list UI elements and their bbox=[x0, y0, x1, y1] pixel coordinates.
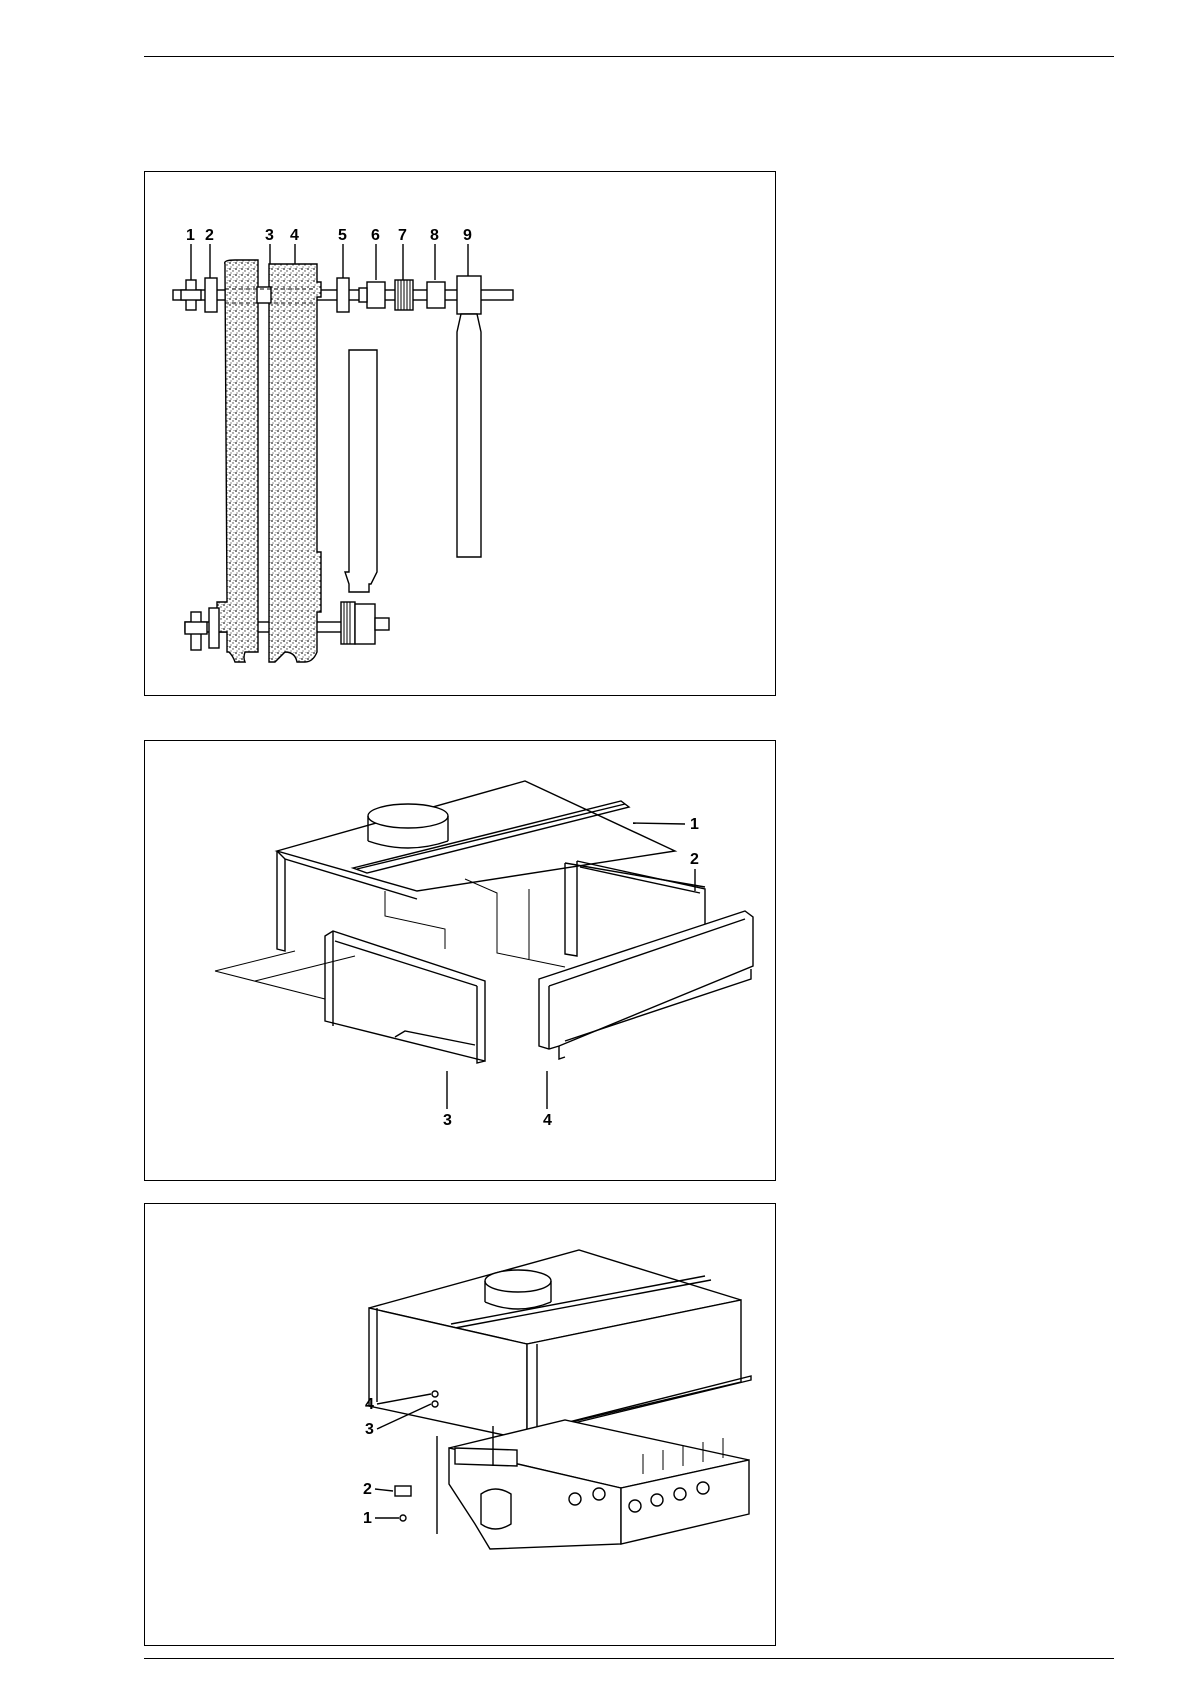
boiler-section-left bbox=[217, 260, 258, 662]
boiler-section-right bbox=[269, 264, 321, 662]
header-rule bbox=[144, 56, 1114, 57]
section-assembly-drawing: 1 2 3 4 5 6 7 8 9 bbox=[145, 172, 777, 697]
coupling-item-6-neck bbox=[359, 288, 367, 302]
bottom-elbow bbox=[355, 604, 375, 644]
assembled-casing bbox=[369, 1250, 751, 1440]
callout-1: 1 bbox=[186, 227, 195, 244]
callout-6: 6 bbox=[371, 227, 380, 244]
callout-3: 3 bbox=[443, 1112, 452, 1129]
bottom-elbow-stub bbox=[375, 618, 389, 630]
callout-3: 3 bbox=[365, 1421, 374, 1438]
top-panel bbox=[277, 781, 675, 951]
side-panel-item-4 bbox=[539, 911, 753, 1059]
callout-3: 3 bbox=[265, 227, 274, 244]
callout-5: 5 bbox=[338, 227, 347, 244]
bottom-seal bbox=[341, 602, 355, 644]
boiler-block bbox=[449, 1420, 749, 1549]
footer-rule bbox=[144, 1658, 1114, 1659]
loose-pipe bbox=[345, 350, 377, 592]
bottom-nut-body bbox=[185, 622, 207, 634]
figure-section-assembly: 1 2 3 4 5 6 7 8 9 bbox=[144, 171, 776, 696]
washer-item-5 bbox=[337, 278, 349, 312]
callout-2: 2 bbox=[205, 227, 214, 244]
front-panel-item-3 bbox=[325, 931, 485, 1063]
screw-item-4 bbox=[432, 1391, 438, 1397]
callout-4: 4 bbox=[290, 227, 299, 244]
callout-9: 9 bbox=[463, 227, 472, 244]
casing-exploded-drawing: 1 2 3 4 bbox=[145, 741, 777, 1182]
coupling-item-6 bbox=[367, 282, 385, 308]
callout-2: 2 bbox=[363, 1481, 372, 1498]
vertical-pipe-item-9 bbox=[457, 314, 481, 557]
callout-1: 1 bbox=[363, 1510, 372, 1527]
bottom-washer bbox=[209, 608, 219, 648]
callout-4: 4 bbox=[365, 1396, 374, 1413]
nut-item-1-body bbox=[181, 290, 201, 300]
washer-item-2 bbox=[205, 278, 217, 312]
callout-1: 1 bbox=[690, 816, 699, 833]
callout-7: 7 bbox=[398, 227, 407, 244]
callout-2: 2 bbox=[690, 851, 699, 868]
callout-8: 8 bbox=[430, 227, 439, 244]
seal-item-7 bbox=[395, 280, 413, 310]
washer-item-3 bbox=[432, 1401, 438, 1407]
figure-casing-mounting: 4 3 2 1 bbox=[144, 1203, 776, 1646]
casing-mounting-drawing: 4 3 2 1 bbox=[145, 1204, 777, 1647]
screw-item-1 bbox=[400, 1515, 406, 1521]
callout-4: 4 bbox=[543, 1112, 552, 1129]
plate-item-2 bbox=[395, 1486, 411, 1496]
tee-item-9 bbox=[457, 276, 481, 314]
bush-item-8 bbox=[427, 282, 445, 308]
figure-casing-exploded: 1 2 3 4 bbox=[144, 740, 776, 1181]
